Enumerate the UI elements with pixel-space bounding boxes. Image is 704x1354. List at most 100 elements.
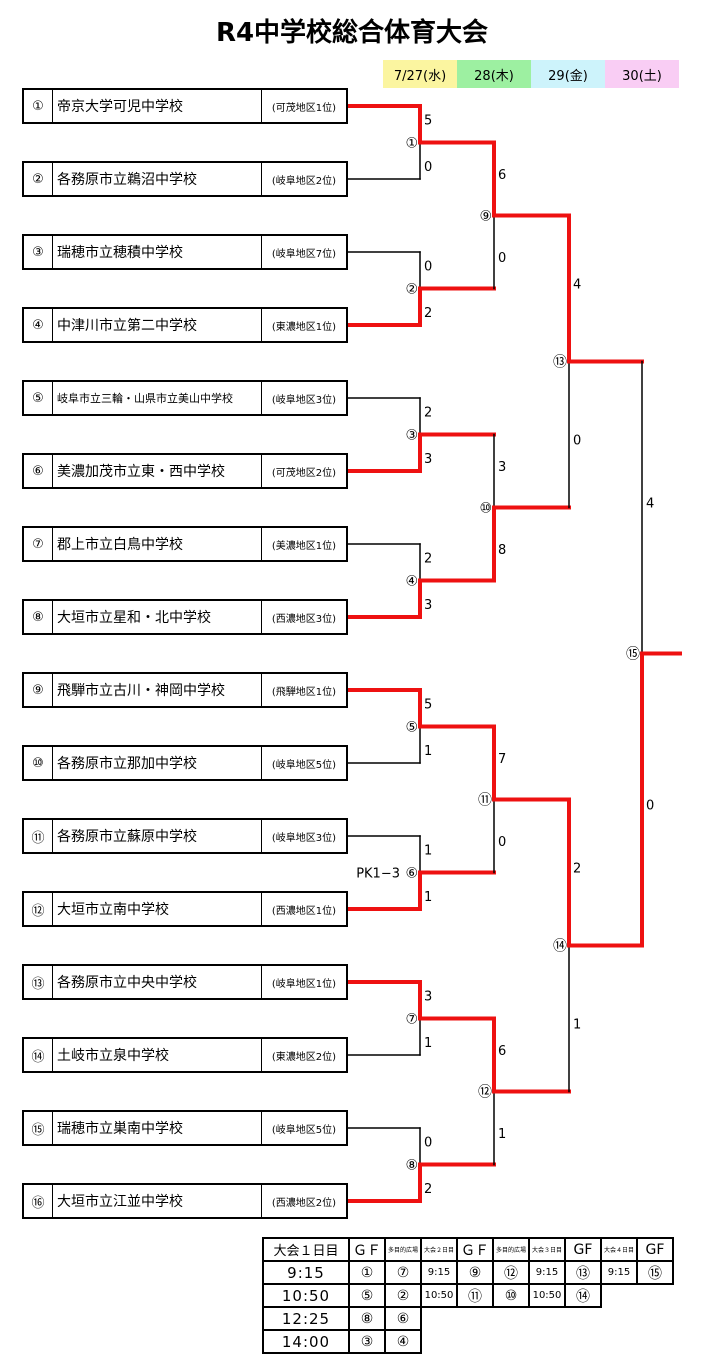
schedule-match: ② (384, 1283, 422, 1308)
team-region: (西濃地区1位) (261, 893, 346, 925)
match-score-top: 7 (498, 752, 506, 767)
match-score-bottom: 1 (424, 744, 432, 759)
day-legend: 7/27(水) 28(木) 29(金) 30(土) (383, 60, 679, 88)
schedule-match: ⑩ (492, 1283, 530, 1308)
schedule-match: ⑫ (492, 1260, 530, 1285)
schedule-blank (601, 1284, 673, 1307)
match-score-bottom: 1 (424, 890, 432, 905)
team-name: 大垣市立南中学校 (57, 902, 169, 918)
tournament-bracket: 50①02②23③23④51⑤11⑥PK1−331⑦02⑧60⑨38⑩70⑪61… (346, 104, 682, 1203)
schedule-day1-header: 大会１日目 (262, 1237, 350, 1262)
match-score-bottom: 1 (424, 1036, 432, 1051)
match-score-top: 4 (646, 497, 654, 512)
day-legend-3: 29(金) (531, 60, 605, 88)
schedule-time: 12:25 (262, 1306, 350, 1331)
schedule-match: ① (348, 1260, 386, 1285)
team-region: (西濃地区3位) (261, 601, 346, 633)
team-region: (岐阜地区3位) (261, 820, 346, 852)
team-number: ⑤ (24, 382, 53, 414)
schedule-row: 12:25 ⑧ ⑥ (262, 1306, 673, 1331)
match-score-bottom: 0 (498, 251, 506, 266)
team-region: (岐阜地区5位) (261, 1112, 346, 1144)
team-name: 各務原市立鵜沼中学校 (57, 172, 197, 188)
schedule-time: 10:50 (528, 1283, 566, 1308)
schedule-time: 9:15 (600, 1260, 638, 1285)
schedule-row: 10:50 ⑤ ② 10:50 ⑪ ⑩ 10:50 ⑭ (262, 1283, 673, 1308)
team-number: ⑨ (24, 674, 53, 706)
schedule-match: ⑮ (636, 1260, 674, 1285)
team-region: (岐阜地区5位) (261, 747, 346, 779)
match-label: ④ (405, 574, 418, 590)
team-number: ⑯ (24, 1185, 53, 1217)
schedule-gf-header: GF (564, 1237, 602, 1262)
schedule-gf-header: ＧＦ (456, 1237, 494, 1262)
schedule-day2-header: 大会２日目 (420, 1237, 458, 1262)
team-region: (岐阜地区7位) (261, 236, 346, 268)
match-score-bottom: 2 (424, 1182, 432, 1197)
team-name: 飛騨市立古川・神岡中学校 (57, 683, 225, 699)
schedule-match: ⑭ (564, 1283, 602, 1308)
match-score-bottom: 0 (573, 434, 581, 449)
match-label: ⑩ (479, 501, 492, 517)
schedule-day3-header: 大会３日目 (528, 1237, 566, 1262)
match-score-top: 3 (498, 460, 506, 475)
match-label: ⑬ (553, 355, 567, 371)
match-score-bottom: 0 (498, 835, 506, 850)
schedule-day4-header: 大会４日目 (600, 1237, 638, 1262)
match-label: ② (405, 282, 418, 298)
schedule-time: 9:15 (528, 1260, 566, 1285)
schedule-match: ⑬ (564, 1260, 602, 1285)
match-label: ③ (405, 428, 418, 444)
schedule-table: 大会１日目 ＧＦ 多目的広場 大会２日目 ＧＦ 多目的広場 大会３日目 GF 大… (262, 1237, 674, 1354)
match-label: ⑨ (479, 209, 492, 225)
team-number: ⑩ (24, 747, 53, 779)
match-score-top: 2 (424, 551, 432, 566)
schedule-time: 9:15 (420, 1260, 458, 1285)
schedule-time: 10:50 (262, 1283, 350, 1308)
team-number: ⑥ (24, 455, 53, 487)
match-label: ⑦ (405, 1012, 418, 1028)
match-label: ⑫ (478, 1085, 492, 1101)
match-score-top: 2 (573, 862, 581, 877)
match-score-bottom: 1 (573, 1018, 581, 1033)
team-name: 帝京大学可児中学校 (57, 99, 183, 115)
team-number: ⑦ (24, 528, 53, 560)
match-score-top: 5 (424, 113, 432, 128)
schedule-row: 9:15 ① ⑦ 9:15 ⑨ ⑫ 9:15 ⑬ 9:15 ⑮ (262, 1260, 674, 1285)
match-score-bottom: 1 (498, 1127, 506, 1142)
match-score-bottom: 8 (498, 543, 506, 558)
team-number: ⑪ (24, 820, 53, 852)
team-name: 美濃加茂市立東・西中学校 (57, 464, 225, 480)
schedule-match: ⑤ (348, 1283, 386, 1308)
schedule-header-row: 大会１日目 ＧＦ 多目的広場 大会２日目 ＧＦ 多目的広場 大会３日目 GF 大… (262, 1237, 674, 1262)
team-name: 岐阜市立三輪・山県市立美山中学校 (57, 392, 233, 405)
team-number: ⑮ (24, 1112, 53, 1144)
schedule-gf-header: ＧＦ (348, 1237, 386, 1262)
team-region: (岐阜地区2位) (261, 163, 346, 195)
day-legend-1: 7/27(水) (383, 60, 457, 88)
match-label: ⑮ (626, 647, 640, 663)
match-score-top: 0 (424, 259, 432, 274)
team-name: 各務原市立蘇原中学校 (57, 829, 197, 845)
team-name: 瑞穂市立穂積中学校 (57, 245, 183, 261)
day-legend-2: 28(木) (457, 60, 531, 88)
team-region: (東濃地区2位) (261, 1039, 346, 1071)
schedule-gf-header: GF (636, 1237, 674, 1262)
schedule-time: 9:15 (262, 1260, 350, 1285)
schedule-match: ⑨ (456, 1260, 494, 1285)
team-number: ⑬ (24, 966, 53, 998)
team-number: ② (24, 163, 53, 195)
team-region: (西濃地区2位) (261, 1185, 346, 1217)
match-note: PK1−3 (356, 867, 400, 882)
team-number: ⑧ (24, 601, 53, 633)
match-label: ⑭ (553, 939, 567, 955)
team-name: 大垣市立星和・北中学校 (57, 610, 211, 626)
